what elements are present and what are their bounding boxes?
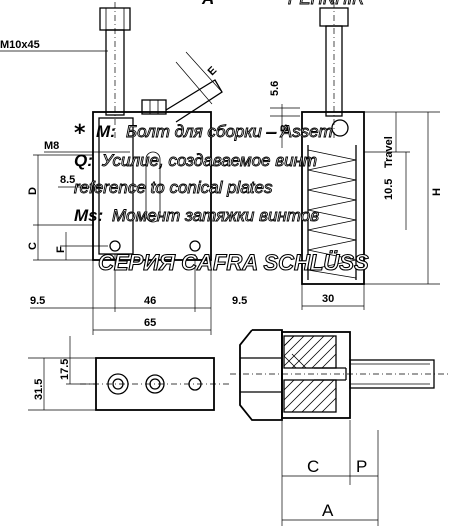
housing-body bbox=[92, 111, 212, 261]
overlay-line4-prefix: Ms: bbox=[74, 206, 103, 225]
hatching bbox=[283, 335, 337, 413]
overlay-line1-prefix: M: bbox=[96, 122, 116, 141]
overlay-title: СЕРИЯ CAFRA SCHLÜSS bbox=[98, 250, 369, 275]
dim-F: F bbox=[55, 246, 67, 253]
dim-C-bottom: C bbox=[307, 457, 319, 476]
dim-65: 65 bbox=[144, 317, 156, 329]
dim-31-5: 31.5 bbox=[33, 379, 45, 400]
dim-travel: Travel bbox=[383, 136, 395, 168]
m8-label: M8 bbox=[44, 140, 59, 152]
section-body bbox=[281, 331, 351, 419]
overlay-line4: Момент затяжки винтов bbox=[112, 206, 319, 225]
dim-C-left: C bbox=[27, 242, 39, 250]
text-overlay: A PEHNHIR * M: Болт для сборки – Assem Q… bbox=[74, 0, 370, 276]
top-nut bbox=[141, 99, 167, 115]
star-marker: * bbox=[74, 121, 86, 146]
dim-5-6: 5.6 bbox=[269, 81, 281, 96]
overlay-line2-prefix: Q: bbox=[74, 151, 93, 170]
dim-B: B bbox=[279, 124, 291, 132]
overlay-line2: Усилие, создаваемое винт bbox=[101, 151, 317, 170]
overlay-top-a: A bbox=[201, 0, 214, 8]
dim-8-5: 8.5 bbox=[60, 174, 75, 186]
dim-A-bottom: A bbox=[322, 501, 334, 520]
dim-P: P bbox=[356, 457, 367, 476]
side-body bbox=[301, 111, 365, 285]
dim-10-5: 10.5 bbox=[383, 179, 395, 200]
dim-17-5: 17.5 bbox=[59, 359, 71, 380]
dim-30: 30 bbox=[322, 293, 334, 305]
dim-9-5-left: 9.5 bbox=[30, 295, 45, 307]
dim-D: D bbox=[27, 187, 39, 195]
dim-9-5-right: 9.5 bbox=[232, 295, 247, 307]
thread-label: M10x45 bbox=[0, 39, 40, 51]
overlay-top-fragment: PEHNHIR bbox=[288, 0, 365, 8]
hole-left bbox=[109, 240, 121, 252]
section-view: C P A bbox=[230, 329, 448, 526]
spring bbox=[307, 145, 357, 280]
hole-right bbox=[189, 240, 201, 252]
top-view: 31.5 17.5 bbox=[28, 336, 230, 411]
overlay-line1: Болт для сборки – Assem bbox=[126, 122, 333, 141]
slot bbox=[145, 151, 161, 223]
overlay-line3: reference to conical plates bbox=[74, 178, 273, 197]
front-view: M10x45 M8 8.5 D C F 9.5 46 9.5 65 bbox=[0, 2, 247, 335]
dim-46: 46 bbox=[144, 295, 156, 307]
dim-H: H bbox=[431, 188, 443, 196]
side-view: E 5.6 B Travel 10.5 H 30 bbox=[206, 2, 443, 310]
